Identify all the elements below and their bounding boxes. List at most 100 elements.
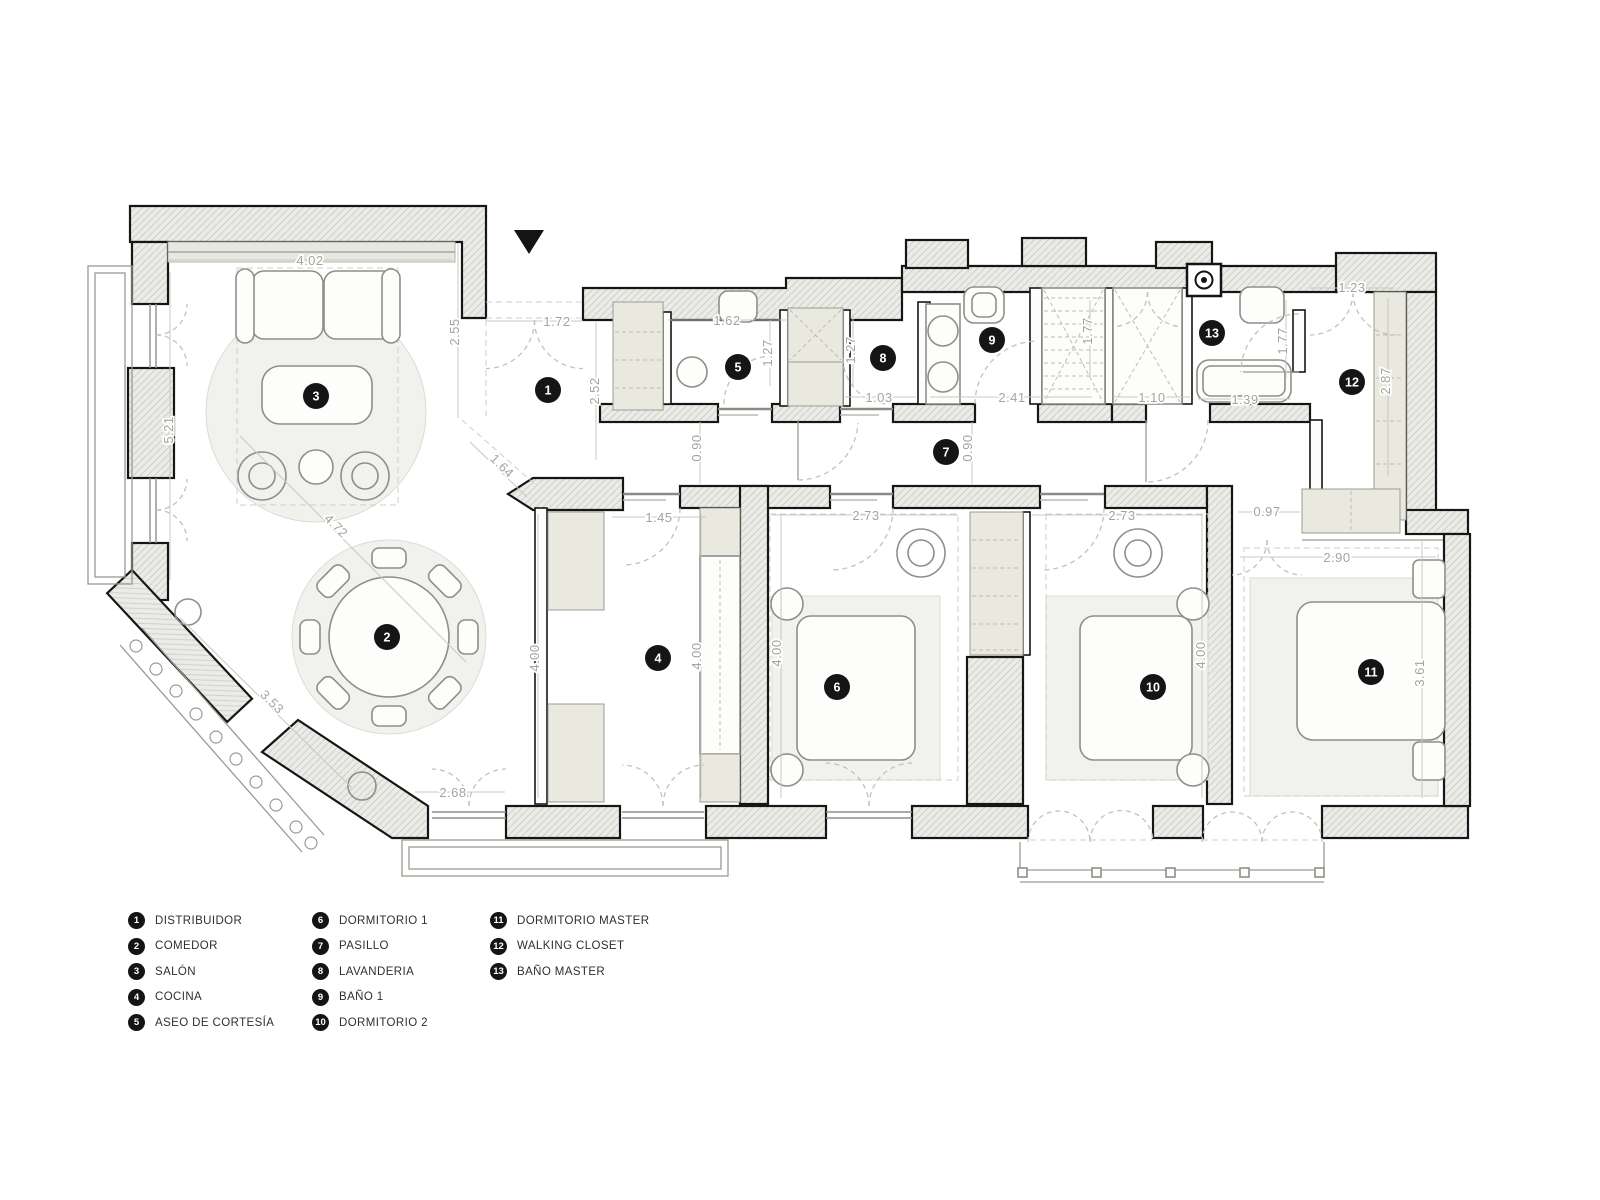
- boiler-icon: [1185, 262, 1223, 298]
- svg-text:4: 4: [655, 652, 662, 666]
- nightstand: [770, 587, 804, 621]
- kitchen-counter: [547, 511, 605, 611]
- walkin-cabinet: [1301, 488, 1401, 534]
- armchair: [340, 451, 390, 501]
- legend-label: BAÑO MASTER: [517, 965, 606, 978]
- dimension-label: 4.00: [769, 639, 784, 666]
- wall-bottom: [1320, 804, 1470, 840]
- wall-bed2-master: [1205, 484, 1234, 806]
- svg-text:9: 9: [989, 334, 996, 348]
- dimension-label: 2.52: [587, 377, 602, 404]
- dimension-label: 2.73: [1108, 508, 1135, 523]
- room-badge-distribuidor: 1: [535, 377, 561, 403]
- armchair: [896, 528, 946, 578]
- wall-pier: [130, 240, 170, 306]
- bedroom-closet: [969, 511, 1024, 656]
- dimension-label: 1.62: [713, 313, 740, 328]
- legend-label: COCINA: [155, 991, 203, 1003]
- legend-label: SALÓN: [155, 965, 196, 978]
- dimension-label: 1.39: [1231, 392, 1258, 407]
- legend-item: 7 PASILLO: [312, 937, 428, 955]
- legend-number-badge: 6: [312, 912, 329, 929]
- nightstand: [770, 753, 804, 787]
- legend-number-badge: 4: [128, 988, 145, 1006]
- room-badge-banomaster: 13: [1199, 320, 1225, 346]
- room-badge-salon: 3: [303, 383, 329, 409]
- floor-plan-drawing: 4.02 2.55 5.21 1.64 4.72 3.53 2.68 1.72 …: [87, 204, 1472, 883]
- dimension-label: 1.72: [543, 314, 570, 329]
- svg-text:1: 1: [545, 384, 552, 398]
- sofa: [235, 268, 401, 344]
- dimension-label: 4.00: [689, 642, 704, 669]
- legend-label: DORMITORIO 2: [339, 1016, 428, 1029]
- room-badge-aseo: 5: [725, 354, 751, 380]
- dimension-label: 4.00: [527, 644, 542, 671]
- wall-right-lower: [1442, 532, 1472, 808]
- dimension-label: 2.87: [1378, 367, 1393, 394]
- dimension-label: 0.97: [1253, 504, 1280, 519]
- dimension-label: 2.73: [852, 508, 879, 523]
- legend-label: LAVANDERIA: [339, 965, 415, 978]
- legend-number-badge: 9: [312, 988, 329, 1006]
- linen-closet: [1041, 287, 1106, 405]
- legend-label: PASILLO: [339, 940, 389, 952]
- hall-closet: [1112, 287, 1183, 405]
- dimension-label: 2.68: [439, 785, 466, 800]
- dimension-label: 1.45: [645, 510, 672, 525]
- terrace-left: [401, 839, 729, 877]
- plant: [347, 771, 377, 801]
- room-badge-cocina: 4: [645, 645, 671, 671]
- armchair: [237, 451, 287, 501]
- svg-text:7: 7: [943, 446, 950, 460]
- bathtub: [1196, 359, 1292, 403]
- nightstand: [1412, 741, 1446, 781]
- legend-label: WALKING CLOSET: [517, 940, 625, 952]
- room-badge-bano1: 9: [979, 327, 1005, 353]
- dimension-label: 1.27: [843, 336, 858, 363]
- dimension-label: 0.90: [960, 434, 975, 461]
- legend-number-badge: 7: [312, 937, 329, 955]
- dimension-label: 5.21: [161, 416, 176, 443]
- dimension-label: 3.61: [1412, 659, 1427, 686]
- nightstand: [1176, 753, 1210, 787]
- wall-salon-top: [128, 204, 488, 320]
- sink: [718, 290, 758, 323]
- wall-bottom: [704, 804, 828, 840]
- wall-bay-upper: [105, 568, 254, 724]
- bay-balusters: [129, 639, 318, 850]
- wall-bay-lower: [260, 718, 430, 840]
- dimension-labels: 4.02 2.55 5.21 1.64 4.72 3.53 2.68 1.72 …: [159, 251, 1429, 802]
- svg-text:8: 8: [880, 352, 887, 366]
- dimension-label: 2.90: [1323, 550, 1350, 565]
- nightstand: [1176, 587, 1210, 621]
- svg-text:13: 13: [1205, 327, 1219, 341]
- bed: [796, 615, 916, 761]
- legend-item: 4 COCINA: [128, 988, 274, 1006]
- dimension-label: 1.77: [1275, 327, 1290, 354]
- plant: [174, 598, 202, 626]
- svg-text:12: 12: [1345, 376, 1359, 390]
- wall-bottom: [504, 804, 622, 840]
- wall-right-step: [1404, 508, 1470, 536]
- cabinets: [167, 241, 1407, 803]
- legend-number-badge: 1: [128, 912, 145, 929]
- bay-railing: [119, 644, 303, 853]
- dimension-label: 4.02: [296, 253, 323, 268]
- legend-item: 10 DORMITORIO 2: [312, 1014, 428, 1031]
- wall-pillar: [1020, 236, 1088, 268]
- svg-text:5: 5: [735, 361, 742, 375]
- legend-number-badge: 10: [312, 1014, 329, 1031]
- fixtures: [676, 262, 1292, 405]
- kitchen-counter: [547, 703, 605, 803]
- wall-right-upper: [1404, 290, 1438, 522]
- salon-group-outline: [236, 267, 399, 506]
- svg-text:10: 10: [1146, 681, 1160, 695]
